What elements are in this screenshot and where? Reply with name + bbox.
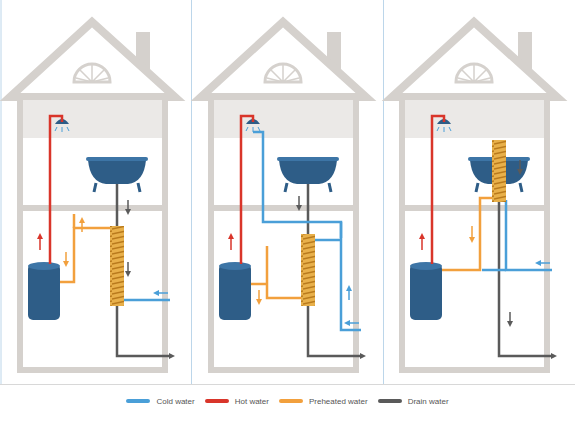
legend-item: Drain water — [378, 397, 449, 406]
legend-item: Hot water — [205, 397, 269, 406]
legend-item: Cold water — [126, 397, 194, 406]
legend-item: Preheated water — [279, 397, 368, 406]
legend-swatch — [378, 399, 402, 403]
legend-swatch — [126, 399, 150, 403]
house-1 — [10, 22, 175, 370]
legend: Cold water Hot water Preheated water Drain … — [0, 388, 575, 414]
legend-swatch — [279, 399, 303, 403]
legend-label: Cold water — [156, 397, 194, 406]
house-2 — [201, 22, 366, 370]
house-3 — [392, 22, 557, 370]
legend-label: Hot water — [235, 397, 269, 406]
legend-label: Preheated water — [309, 397, 368, 406]
legend-label: Drain water — [408, 397, 449, 406]
legend-swatch — [205, 399, 229, 403]
